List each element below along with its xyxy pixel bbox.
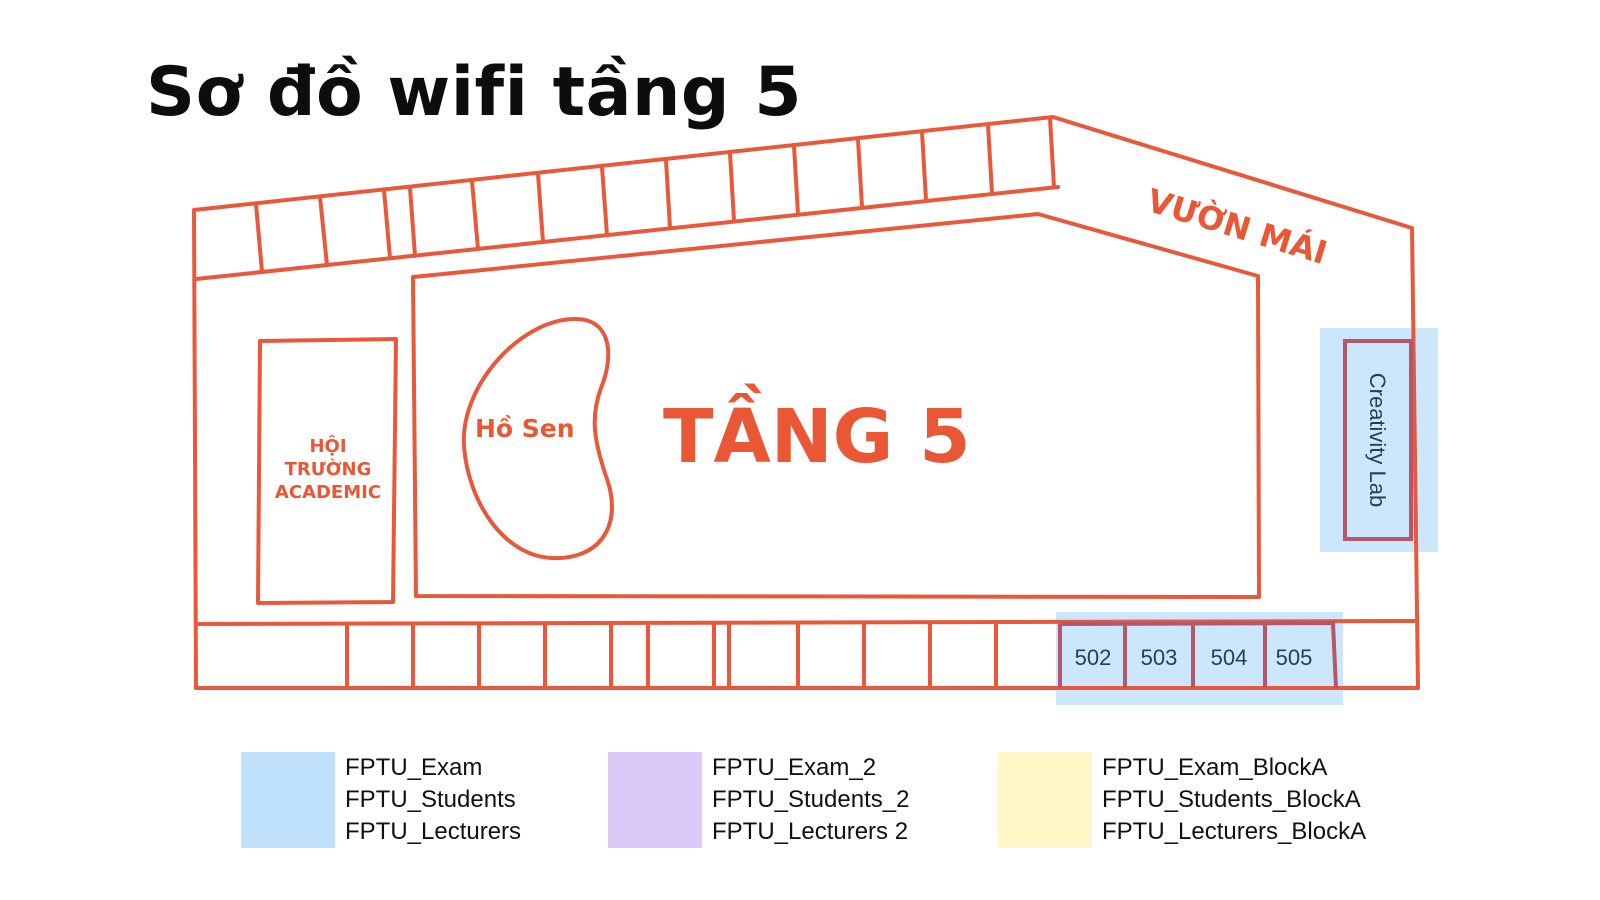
- inner-courtyard-outline: [411, 212, 1261, 599]
- lotus-pond-outline: [461, 316, 614, 561]
- legend-network-name: FPTU_Lecturers: [345, 818, 522, 845]
- legend-network-name: FPTU_Students_BlockA: [1102, 786, 1361, 813]
- wifi-zone-creativity-lab[interactable]: [1320, 328, 1438, 552]
- legend-network-name: FPTU_Students_2: [712, 786, 910, 813]
- legend-swatch: [241, 752, 335, 848]
- academic-hall-outline: [256, 337, 398, 605]
- creativity-lab-label: Creativity Lab: [1365, 373, 1390, 508]
- top-corridor-wall: [194, 185, 1060, 281]
- legend-network-name: FPTU_Exam_2: [712, 754, 877, 781]
- room-503-label: 503: [1141, 645, 1178, 670]
- creativity-lab-room[interactable]: [1343, 339, 1413, 541]
- academic-hall-label-line1: HỘI: [309, 435, 346, 457]
- top-corridor-room-walls: [254, 116, 1056, 274]
- academic-hall-label-line3: ACADEMIC: [275, 482, 381, 503]
- floor-label: TẦNG 5: [663, 383, 971, 480]
- room-505-label: 505: [1276, 645, 1313, 670]
- legend-network-name: FPTU_Exam: [345, 754, 483, 781]
- legend-swatch: [998, 752, 1092, 848]
- bottom-corridor-room-walls: [345, 622, 998, 690]
- legend-network-list: FPTU_Exam_BlockA FPTU_Students_BlockA FP…: [1102, 752, 1366, 848]
- lotus-pond-label: Hồ Sen: [475, 414, 575, 443]
- legend-network-list: FPTU_Exam FPTU_Students FPTU_Lecturers: [345, 752, 521, 848]
- room-502-label: 502: [1075, 645, 1112, 670]
- legend-swatch: [608, 752, 702, 848]
- legend-network-name: FPTU_Students: [345, 786, 516, 813]
- legend-network-list: FPTU_Exam_2 FPTU_Students_2 FPTU_Lecture…: [712, 752, 909, 848]
- legend-network-name: FPTU_Lecturers_BlockA: [1102, 818, 1367, 845]
- building-outline: [192, 115, 1420, 690]
- room-504-label: 504: [1211, 645, 1248, 670]
- legend-network-name: FPTU_Exam_BlockA: [1102, 754, 1328, 781]
- page-title: Sơ đồ wifi tầng 5: [146, 53, 803, 132]
- rooms-502-505-walls: [1058, 620, 1338, 689]
- legend-network-name: FPTU_Lecturers 2: [712, 818, 909, 845]
- academic-hall-label-line2: TRƯỜNG: [285, 458, 372, 480]
